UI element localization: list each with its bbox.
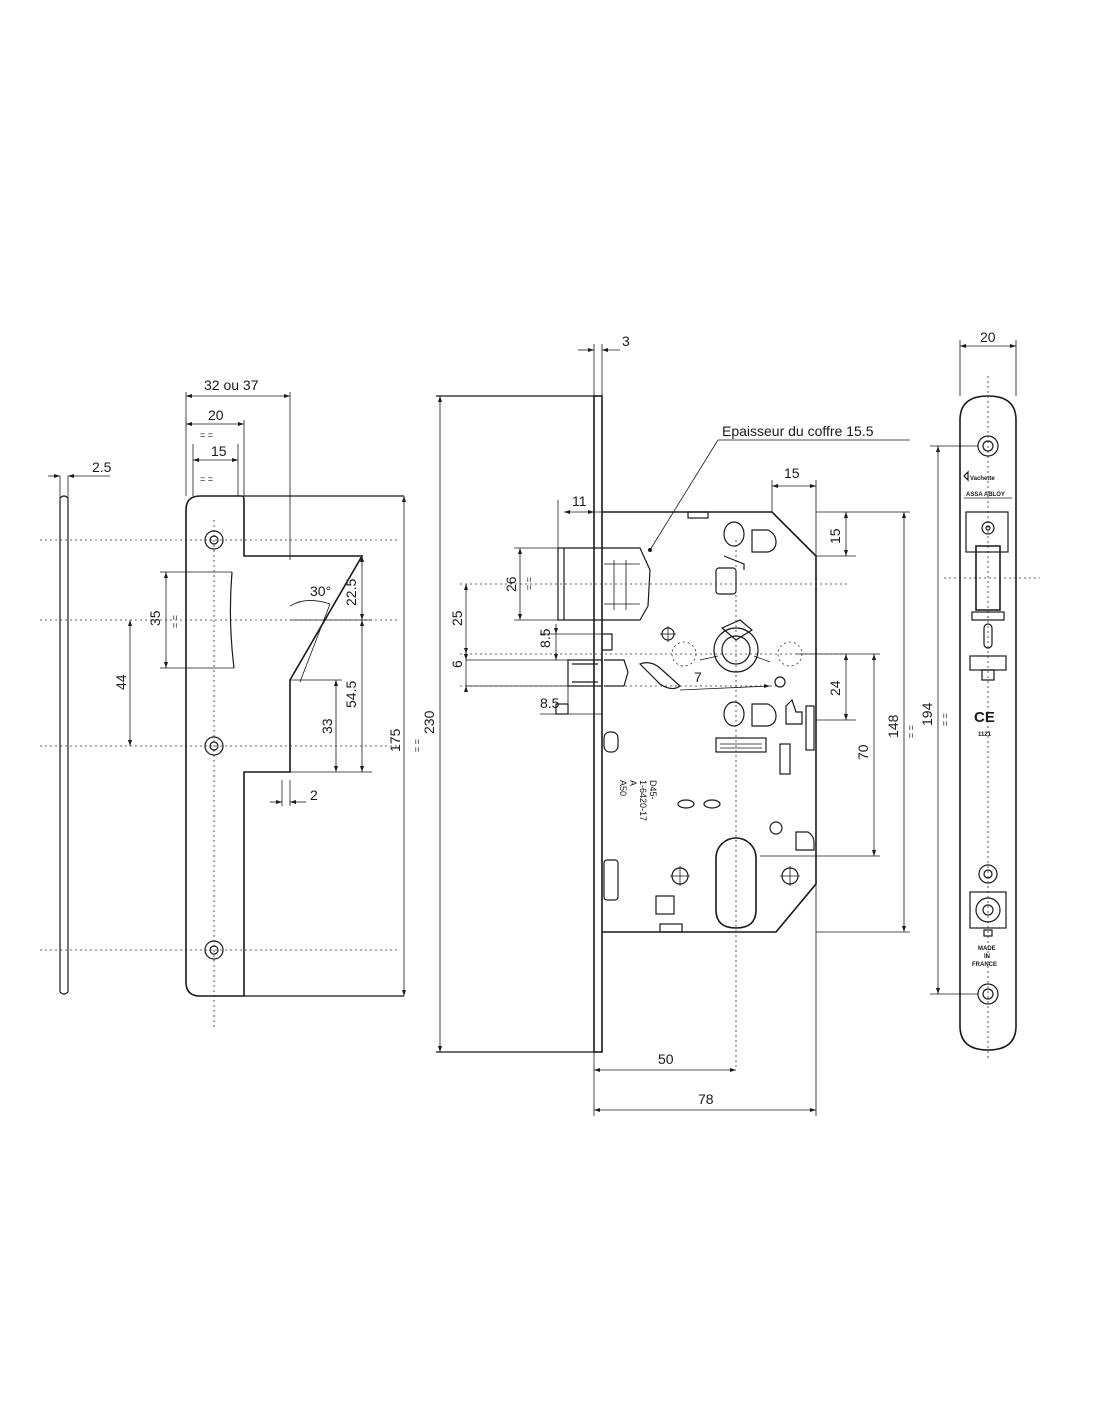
strike-width-20-label: 20 xyxy=(208,407,224,423)
dim-44-label: 44 xyxy=(113,674,129,690)
stamp-a: A xyxy=(628,780,638,786)
dim-2-label: 2 xyxy=(310,787,318,803)
dim-194-label: 194 xyxy=(919,702,935,726)
dim-8-5-b-label: 8.5 xyxy=(540,695,560,711)
dim-78-label: 78 xyxy=(698,1091,714,1107)
dim-35-equal-label: = = xyxy=(170,615,180,628)
brand-vachette: Vachette xyxy=(970,476,995,482)
forend-dimensions: 20 194 = = xyxy=(919,329,1017,995)
strike-equal-15-label: = = xyxy=(200,474,213,484)
strike-equal-20-label: = = xyxy=(200,430,213,440)
dim-70-label: 70 xyxy=(855,744,871,760)
angle-30-label: 30° xyxy=(310,583,331,599)
strike-vertical-dimensions-left: 35 = = 44 xyxy=(113,571,186,746)
dim-35-label: 35 xyxy=(147,610,163,626)
dim-24-label: 24 xyxy=(827,680,843,696)
brand-assa-abloy: ASSA ABLOY xyxy=(966,492,1005,498)
lock-case-stamp: D45- 1-6420-17 A A50 xyxy=(618,780,658,821)
strike-angle-dimension: 30° xyxy=(289,583,331,683)
dim-148-label: 148 xyxy=(885,714,901,738)
ce-mark: CE xyxy=(974,709,995,726)
dim-54-5-label: 54.5 xyxy=(343,681,359,708)
dim-175-equal-label: = = xyxy=(412,739,422,752)
dim-11-label: 11 xyxy=(572,493,587,509)
strike-plate-side-view: 2.5 xyxy=(48,459,112,995)
made-in-label-1: MADE xyxy=(978,946,996,952)
dim-22-5-label: 22.5 xyxy=(343,579,359,606)
lock-case-body xyxy=(436,395,817,1053)
lock-case-center-lines xyxy=(460,540,850,1070)
dim-26-label: 26 xyxy=(503,576,519,592)
dim-15-side-label: 15 xyxy=(827,528,843,544)
dim-194-equal-label: = = xyxy=(940,713,950,726)
stamp-code: 1-6420-17 xyxy=(638,780,648,821)
strike-thickness-label: 2.5 xyxy=(92,459,112,475)
lock-case-dimensions: 3 230 Epaisseur du coffre 15.5 11 15 15 xyxy=(421,333,916,1116)
case-thickness-note: Epaisseur du coffre 15.5 xyxy=(722,423,874,439)
strike-vertical-dimensions-right: 22.5 54.5 33 175 = = 2 xyxy=(270,496,422,996)
dim-25-label: 25 xyxy=(449,610,465,626)
dim-33-label: 33 xyxy=(319,718,335,734)
stamp-d45: D45- xyxy=(648,780,658,800)
dim-230-label: 230 xyxy=(421,710,437,734)
strike-width-total-label: 32 ou 37 xyxy=(204,377,259,393)
made-in-label-3: FRANCE xyxy=(972,962,997,968)
strike-plate-front-view xyxy=(185,495,404,997)
strike-width-dimensions: 32 ou 37 20 = = 15 = = xyxy=(185,377,291,560)
made-in-label-2: IN xyxy=(984,954,990,960)
stamp-a50: A50 xyxy=(618,780,628,796)
dim-6-label: 6 xyxy=(449,660,465,668)
dim-8-5-a-label: 8.5 xyxy=(537,628,553,648)
dim-50-label: 50 xyxy=(658,1051,674,1067)
dim-7-label: 7 xyxy=(694,669,702,685)
dim-15-top-label: 15 xyxy=(784,465,800,481)
dim-175-label: 175 xyxy=(387,728,403,752)
dim-20-front-label: 20 xyxy=(980,329,996,345)
dim-26-equal-label: = = xyxy=(524,577,534,590)
strike-width-15-label: 15 xyxy=(211,443,227,459)
ce-number: 1121 xyxy=(978,732,992,738)
forend-front-view: Vachette ASSA ABLOY CE 1121 MADE IN FRAN… xyxy=(944,376,1040,1060)
dim-3-label: 3 xyxy=(622,333,630,349)
dim-148-equal-label: = = xyxy=(906,725,916,738)
